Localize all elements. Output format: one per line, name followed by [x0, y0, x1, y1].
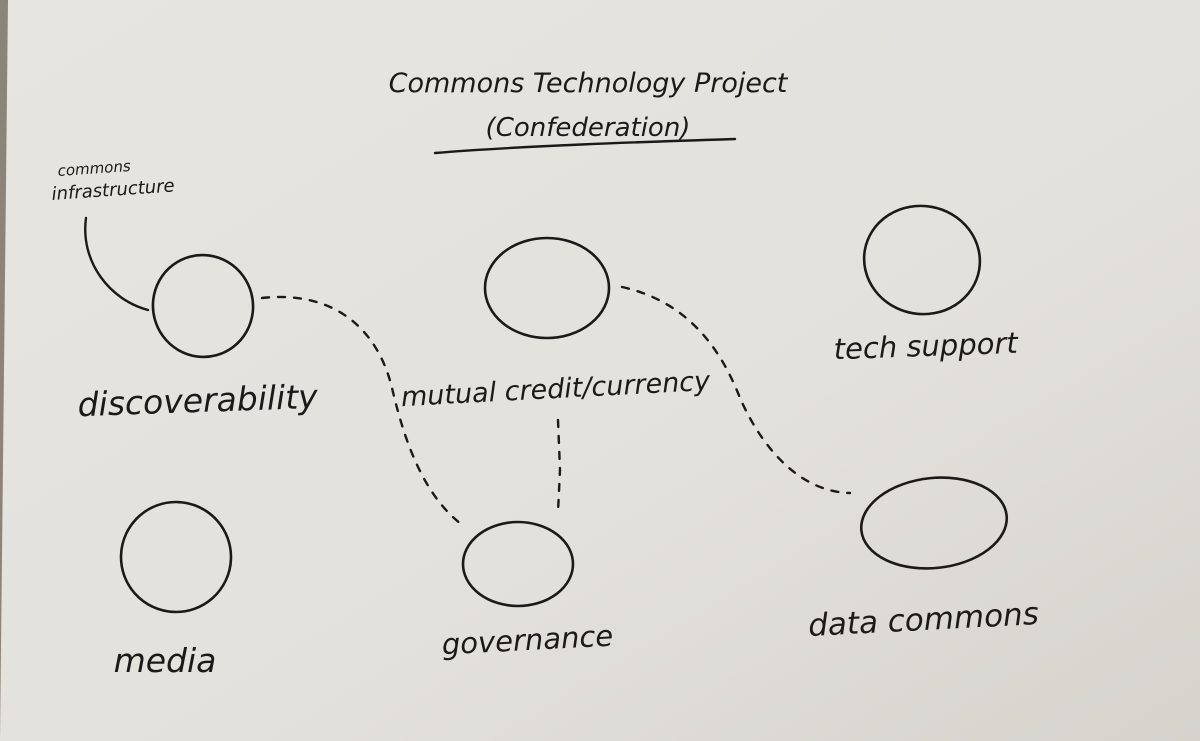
edge-discoverability-governance — [260, 295, 467, 529]
node-circle — [151, 253, 255, 359]
node-discoverability: discoverability — [77, 253, 319, 424]
node-label: discoverability — [77, 377, 319, 424]
node-media: media — [114, 500, 233, 680]
title-line-1: Commons Technology Project — [389, 68, 789, 99]
node-label: tech support — [833, 326, 1020, 366]
node-circle — [483, 236, 611, 340]
node-circle — [461, 520, 575, 608]
node-circle — [119, 500, 233, 614]
node-label: media — [114, 641, 217, 680]
node-circle — [862, 204, 982, 316]
node-tech-support: tech support — [833, 204, 1020, 366]
title-line-2: (Confederation) — [486, 113, 691, 143]
title-underline — [433, 137, 737, 155]
annotation-leader — [84, 216, 150, 312]
annotation-line-1: commons — [57, 157, 131, 180]
edge-mutual-credit-data-commons — [620, 285, 852, 495]
node-circle — [859, 476, 1009, 570]
edge-mutual-credit-governance — [556, 418, 562, 514]
